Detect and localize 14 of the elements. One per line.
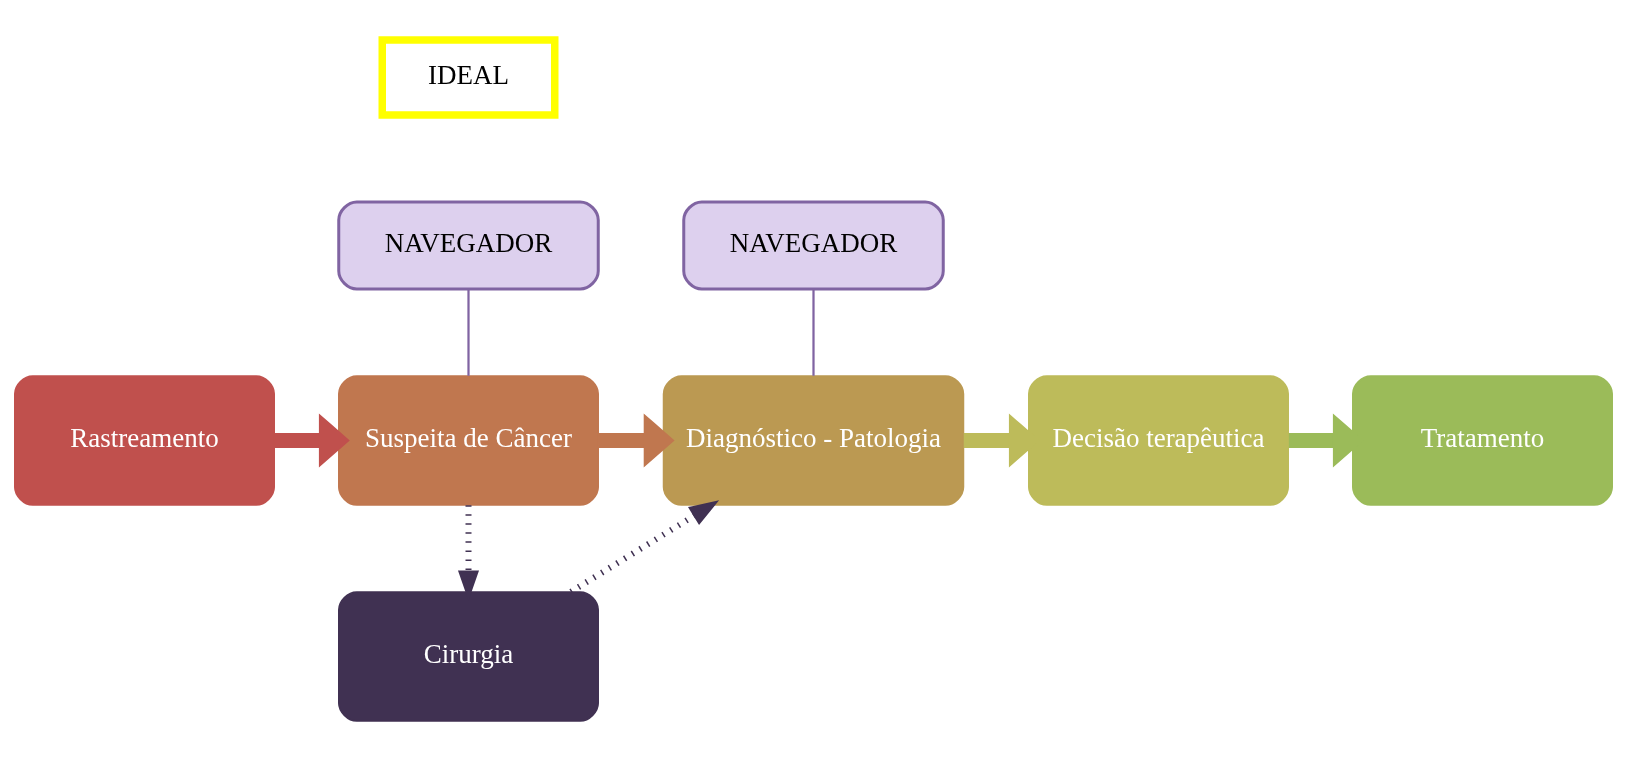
node-box: IDEAL <box>378 35 559 119</box>
node-box: Tratamento <box>1352 374 1613 506</box>
arrow <box>569 499 720 594</box>
node-box: NAVEGADOR <box>337 200 600 290</box>
node-box: Diagnóstico - Patologia <box>662 374 965 506</box>
arrow <box>274 412 350 468</box>
connector <box>467 288 470 376</box>
node-box: NAVEGADOR <box>682 200 945 290</box>
node-box: Suspeita de Câncer <box>338 374 599 506</box>
node-box: Decisão terapêutica <box>1028 374 1289 506</box>
node-box: Cirurgia <box>338 590 599 722</box>
arrow <box>598 412 675 468</box>
connector <box>812 288 815 376</box>
node-box: Rastreamento <box>14 374 275 506</box>
